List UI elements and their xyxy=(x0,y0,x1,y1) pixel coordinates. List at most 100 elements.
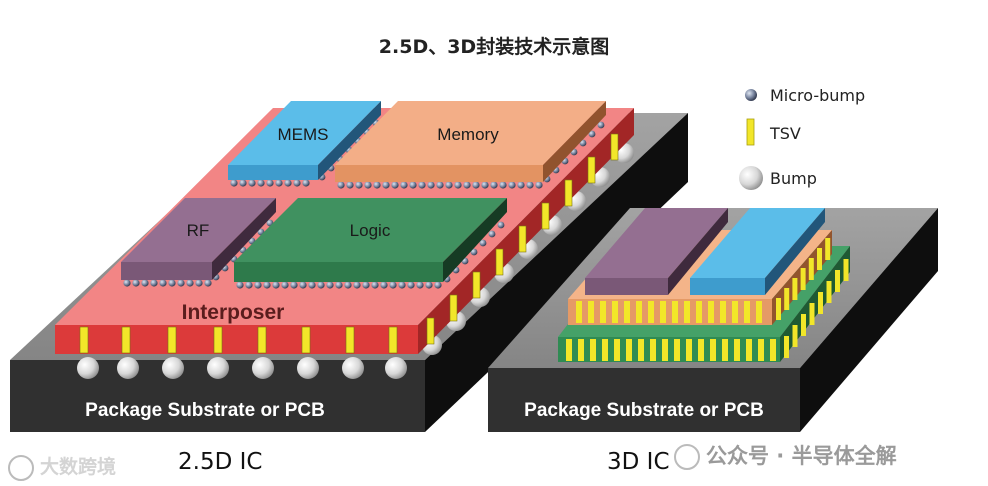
tsv xyxy=(792,278,798,300)
micro-bump xyxy=(308,281,316,289)
tsv-side xyxy=(426,133,619,345)
micro-bump xyxy=(239,179,247,187)
bump xyxy=(77,357,99,379)
tsv xyxy=(566,339,572,361)
bump xyxy=(385,357,407,379)
tsv xyxy=(662,339,668,361)
tsv xyxy=(801,314,806,336)
label-logic: Logic xyxy=(350,221,391,240)
tsv xyxy=(257,326,267,354)
tsv xyxy=(588,301,594,323)
tsv xyxy=(636,301,642,323)
micro-bump xyxy=(281,281,289,289)
chip-logic-side xyxy=(443,198,507,282)
micro-bump xyxy=(490,181,498,189)
label-2-5d-ic: 2.5D IC xyxy=(178,449,263,475)
label-rf: RF xyxy=(187,221,210,240)
micro-bump xyxy=(290,281,298,289)
tsv xyxy=(808,258,814,280)
micro-bump xyxy=(150,279,158,287)
substrate-3d-front xyxy=(488,368,800,432)
micro-bump xyxy=(248,179,256,187)
micro-bump xyxy=(299,281,307,289)
label-mems: MEMS xyxy=(278,125,329,144)
micro-bump xyxy=(407,281,415,289)
bump xyxy=(207,357,229,379)
micro-bump xyxy=(177,279,185,287)
tsv-3d-green xyxy=(566,259,849,361)
chip-micro-bumps xyxy=(123,119,821,296)
stack-blue-top xyxy=(690,208,825,278)
micro-bump xyxy=(382,181,390,189)
tsv xyxy=(612,301,618,323)
tsv xyxy=(817,248,822,270)
tsv-3d-orange xyxy=(576,238,831,323)
stack-orange-front xyxy=(568,299,772,325)
tsv xyxy=(564,179,573,207)
micro-bump xyxy=(257,179,265,187)
micro-bump xyxy=(588,130,596,138)
micro-bump xyxy=(284,179,292,187)
micro-bump xyxy=(488,230,496,238)
watermark-right: 公众号 · 半导体全解 xyxy=(674,440,897,470)
micro-bump xyxy=(302,179,310,187)
watermark-right-text: 公众号 · 半导体全解 xyxy=(706,444,897,468)
micro-bump xyxy=(132,279,140,287)
micro-bump xyxy=(362,281,370,289)
legend-micro-bump-label: Micro-bump xyxy=(770,86,866,105)
tsv xyxy=(541,202,550,230)
micro-bump xyxy=(470,248,478,256)
micro-bump xyxy=(517,181,525,189)
bump xyxy=(297,357,319,379)
micro-bump xyxy=(479,239,487,247)
tsv xyxy=(746,339,752,361)
chip-logic-front xyxy=(234,262,443,282)
interposer-bumps-front xyxy=(77,357,407,379)
micro-bump xyxy=(204,279,212,287)
tsv xyxy=(578,339,584,361)
tsv xyxy=(758,339,764,361)
micro-bump xyxy=(317,281,325,289)
tsv xyxy=(784,288,790,310)
micro-bump xyxy=(254,281,262,289)
tsv xyxy=(686,339,692,361)
interposer-front xyxy=(55,325,418,354)
micro-bump xyxy=(168,279,176,287)
tsv xyxy=(345,326,355,354)
tsv xyxy=(626,339,632,361)
tsv xyxy=(770,339,776,361)
micro-bump xyxy=(454,181,462,189)
micro-bump xyxy=(418,181,426,189)
micro-bump xyxy=(445,181,453,189)
chip-mems-side xyxy=(318,101,381,180)
chip-mems-front xyxy=(228,165,318,180)
micro-bump xyxy=(293,179,301,187)
label-substrate-3d: Package Substrate or PCB xyxy=(524,400,764,421)
micro-bump xyxy=(159,279,167,287)
bump xyxy=(162,357,184,379)
chip-logic xyxy=(234,198,507,282)
watermark-left-text: 大数跨境 xyxy=(40,456,117,478)
micro-bump xyxy=(463,181,471,189)
tsv xyxy=(638,339,644,361)
micro-bump xyxy=(508,181,516,189)
micro-bump xyxy=(481,181,489,189)
tsv xyxy=(602,339,608,361)
micro-bump xyxy=(344,281,352,289)
micro-bump xyxy=(400,181,408,189)
tsv xyxy=(614,339,620,361)
tsv xyxy=(624,301,630,323)
tsv xyxy=(472,271,481,299)
tsv xyxy=(301,326,311,354)
micro-bump xyxy=(335,281,343,289)
micro-bump xyxy=(434,281,442,289)
tsv xyxy=(818,292,823,314)
page-title: 2.5D、3D封装技术示意图 xyxy=(378,36,610,58)
tsv xyxy=(784,336,789,358)
tsv xyxy=(648,301,654,323)
chip-memory-front xyxy=(335,165,543,182)
tsv xyxy=(792,325,798,347)
micro-bump xyxy=(425,281,433,289)
